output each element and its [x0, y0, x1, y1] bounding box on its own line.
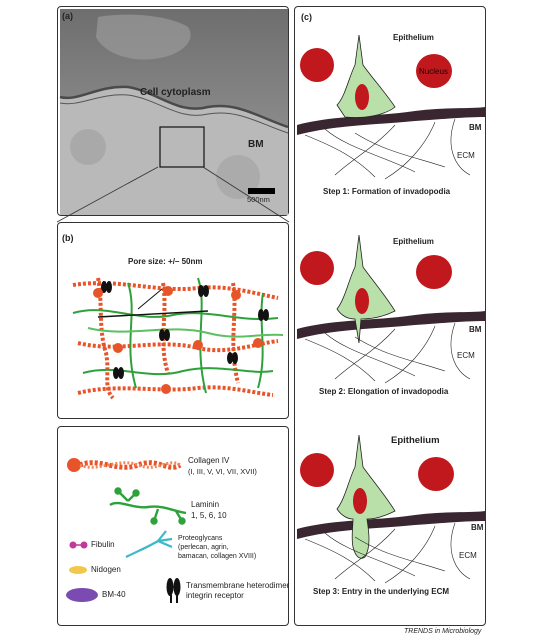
cell-cytoplasm-label: Cell cytoplasm	[140, 87, 211, 98]
proteoglycans-detail-2: bamacan, collagen XVIII)	[178, 553, 257, 560]
panel-a: (a) Cell cytoplasm BM 500nm	[57, 6, 289, 216]
invadopodia-steps	[297, 34, 485, 584]
pore-size-line	[137, 288, 163, 310]
proteoglycan-icon	[125, 530, 173, 558]
step2-caption: Step 2: Elongation of invadopodia	[319, 387, 449, 396]
nidogen-label: Nidogen	[91, 565, 121, 574]
ecm-label-1: ECM	[457, 151, 475, 160]
pore-size-label: Pore size: +/– 50nm	[128, 257, 203, 266]
legend-panel: Collagen IV (I, III, V, VI, VII, XVII) L…	[57, 426, 289, 626]
fibulin-label: Fibulin	[91, 540, 115, 549]
step1-diagram	[297, 34, 485, 180]
integrin-label-1: Transmembrane heterodimer	[186, 581, 290, 590]
collagen-title: Collagen IV	[188, 456, 230, 465]
integrin-icon	[166, 578, 181, 603]
epithelium-label-3: Epithelium	[391, 435, 440, 446]
bm40-icon	[66, 588, 98, 602]
epithelium-label-2: Epithelium	[393, 237, 434, 246]
collagen-icon	[67, 458, 182, 472]
em-micrograph	[59, 9, 289, 215]
panel-b-label: (b)	[62, 233, 74, 243]
integrin-receptors	[101, 281, 269, 379]
fibulin-icon	[69, 541, 88, 549]
bm-label-2: BM	[469, 325, 482, 334]
step1-caption: Step 1: Formation of invadopodia	[323, 187, 451, 196]
laminin-icon	[109, 487, 187, 525]
panel-a-label: (a)	[62, 11, 73, 21]
bm-label-1: BM	[469, 123, 482, 132]
proteoglycans-detail-1: (perlecan, agrin,	[178, 544, 229, 551]
bm40-label: BM-40	[102, 590, 126, 599]
epithelium-label-1: Epithelium	[393, 33, 434, 42]
journal-footer: TRENDS in Microbiology	[404, 628, 482, 635]
scale-bar-label: 500nm	[247, 195, 270, 204]
proteoglycans-label: Proteoglycans	[178, 535, 223, 542]
integrin-label-2: integrin receptor	[186, 591, 244, 600]
bm-network-diagram	[72, 277, 284, 400]
collagen-network	[72, 277, 279, 400]
step3-diagram	[297, 434, 485, 584]
step2-diagram	[297, 234, 485, 384]
laminin-title: Laminin	[191, 500, 220, 509]
legend-icons	[66, 458, 187, 603]
panel-b: (b) Pore size: +/– 50nm	[57, 222, 289, 419]
ecm-label-2: ECM	[457, 351, 475, 360]
nidogen-icon	[69, 566, 87, 574]
collagen-types: (I, III, V, VI, VII, XVII)	[188, 467, 257, 476]
bm-label-a: BM	[248, 139, 264, 150]
ecm-label-3: ECM	[459, 551, 477, 560]
laminin-types: 1, 5, 6, 10	[191, 511, 227, 520]
step3-caption: Step 3: Entry in the underlying ECM	[313, 587, 450, 596]
panel-c-label: (c)	[301, 12, 312, 22]
bm-label-3: BM	[471, 523, 484, 532]
nucleus-label: Nucleus	[419, 67, 448, 76]
collagen-nodes	[93, 286, 263, 394]
panel-c: (c)	[294, 6, 486, 626]
laminin-network	[72, 277, 284, 394]
